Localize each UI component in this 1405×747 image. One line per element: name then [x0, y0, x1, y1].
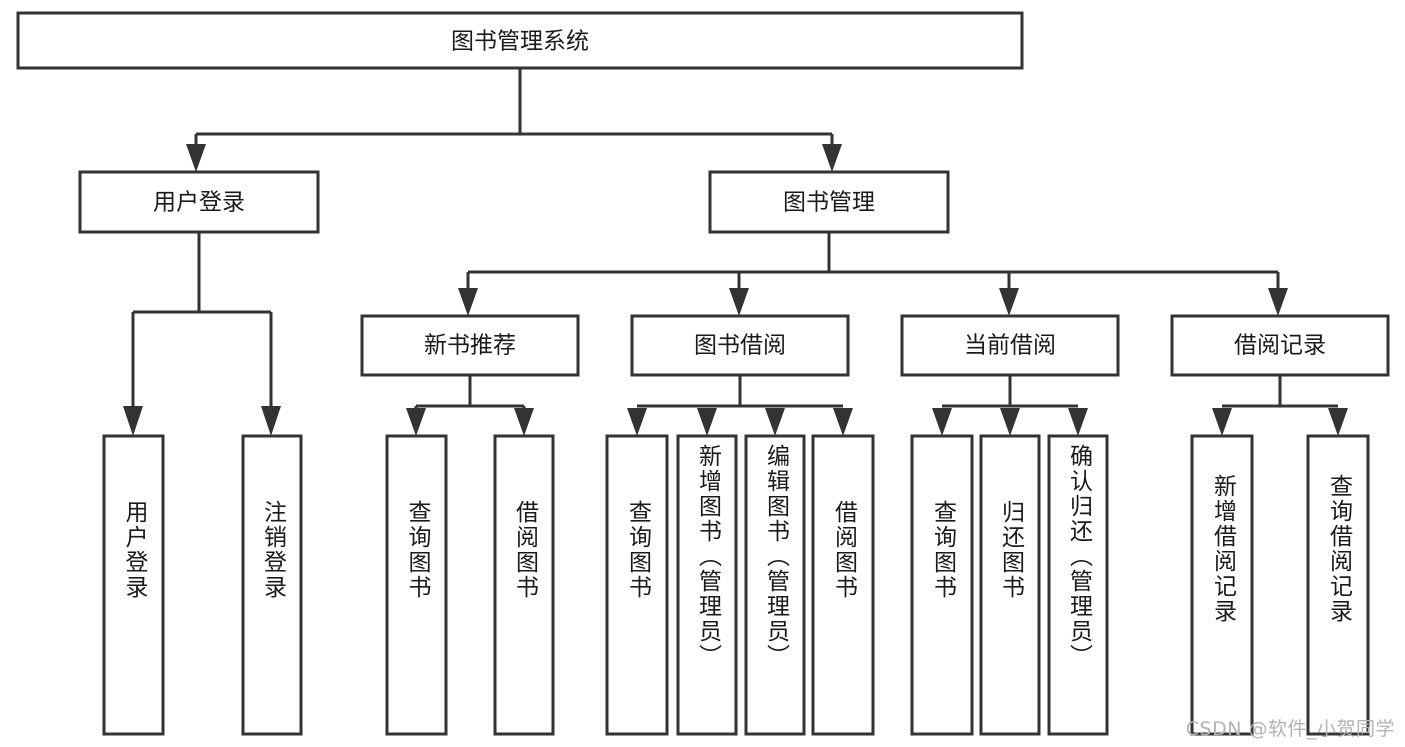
node-new-book-recommend-box[interactable]	[360, 314, 580, 377]
arrow-head-icon	[123, 406, 143, 436]
connector-group-borrow	[627, 375, 853, 436]
node-root[interactable]: 图书管理系统	[16, 11, 1024, 70]
leaf-box-add-record[interactable]	[1190, 434, 1254, 736]
leaf-box-query-record[interactable]	[1306, 434, 1370, 736]
leaf-box-query-book-2[interactable]	[605, 434, 669, 736]
arrow-head-icon	[406, 408, 426, 436]
leaf-box-borrow-book-2[interactable]	[811, 434, 875, 736]
leaf-box-confirm-return[interactable]	[1047, 434, 1109, 736]
arrow-head-icon	[932, 408, 952, 436]
watermark-text: CSDN @软件_小贺同学	[1185, 718, 1395, 740]
leaf-box-edit-book[interactable]	[744, 434, 806, 736]
arrow-head-icon	[186, 144, 206, 172]
connector-group-login	[123, 232, 281, 436]
arrow-head-icon	[514, 408, 534, 436]
arrow-head-icon	[1000, 408, 1020, 436]
leaf-box-borrow-book-1[interactable]	[493, 434, 555, 736]
connector-group-current	[932, 375, 1088, 436]
node-book-borrow-label: 图书借阅	[694, 333, 786, 359]
node-root-box[interactable]	[16, 11, 1024, 70]
node-borrow-record-label: 借阅记录	[1234, 333, 1326, 359]
node-current-borrow-label: 当前借阅	[964, 333, 1056, 359]
arrow-head-icon	[765, 408, 785, 436]
node-book-management[interactable]: 图书管理	[708, 170, 950, 234]
node-book-borrow[interactable]: 图书借阅	[630, 314, 850, 377]
node-root-label: 图书管理系统	[451, 29, 589, 55]
arrow-head-icon	[1212, 408, 1232, 436]
leaf-box-add-book[interactable]	[676, 434, 738, 736]
arrow-head-icon	[1068, 408, 1088, 436]
arrow-head-icon	[261, 406, 281, 436]
arrow-head-icon	[627, 408, 647, 436]
node-user-login-label: 用户登录	[153, 190, 245, 216]
node-new-book-recommend-label: 新书推荐	[424, 333, 516, 359]
node-book-management-box[interactable]	[708, 170, 950, 234]
connector-group-newbook	[406, 375, 534, 436]
arrow-head-icon	[833, 408, 853, 436]
node-book-borrow-box[interactable]	[630, 314, 850, 377]
leaf-box-logout[interactable]	[241, 434, 303, 736]
node-new-book-recommend[interactable]: 新书推荐	[360, 314, 580, 377]
arrow-head-icon	[697, 408, 717, 436]
node-current-borrow-box[interactable]	[900, 314, 1120, 377]
arrow-head-icon	[999, 288, 1019, 316]
arrow-head-icon	[822, 144, 842, 172]
leaf-box-query-book-1[interactable]	[385, 434, 448, 736]
connector-group-record	[1212, 375, 1348, 436]
leaf-box-return-book[interactable]	[979, 434, 1041, 736]
node-user-login[interactable]: 用户登录	[78, 170, 320, 234]
node-book-management-label: 图书管理	[783, 190, 875, 216]
node-current-borrow[interactable]: 当前借阅	[900, 314, 1120, 377]
connector-group-bookmgmt	[458, 232, 1288, 316]
node-borrow-record-box[interactable]	[1170, 314, 1390, 377]
connector-group-root	[186, 68, 842, 172]
arrow-head-icon	[1328, 408, 1348, 436]
leaf-box-user-login[interactable]	[102, 434, 165, 736]
arrow-head-icon	[458, 288, 478, 316]
leaf-box-query-book-3[interactable]	[910, 434, 974, 736]
arrow-head-icon	[1268, 288, 1288, 316]
arrow-head-icon	[729, 288, 749, 316]
node-user-login-box[interactable]	[78, 170, 320, 234]
node-borrow-record[interactable]: 借阅记录	[1170, 314, 1390, 377]
